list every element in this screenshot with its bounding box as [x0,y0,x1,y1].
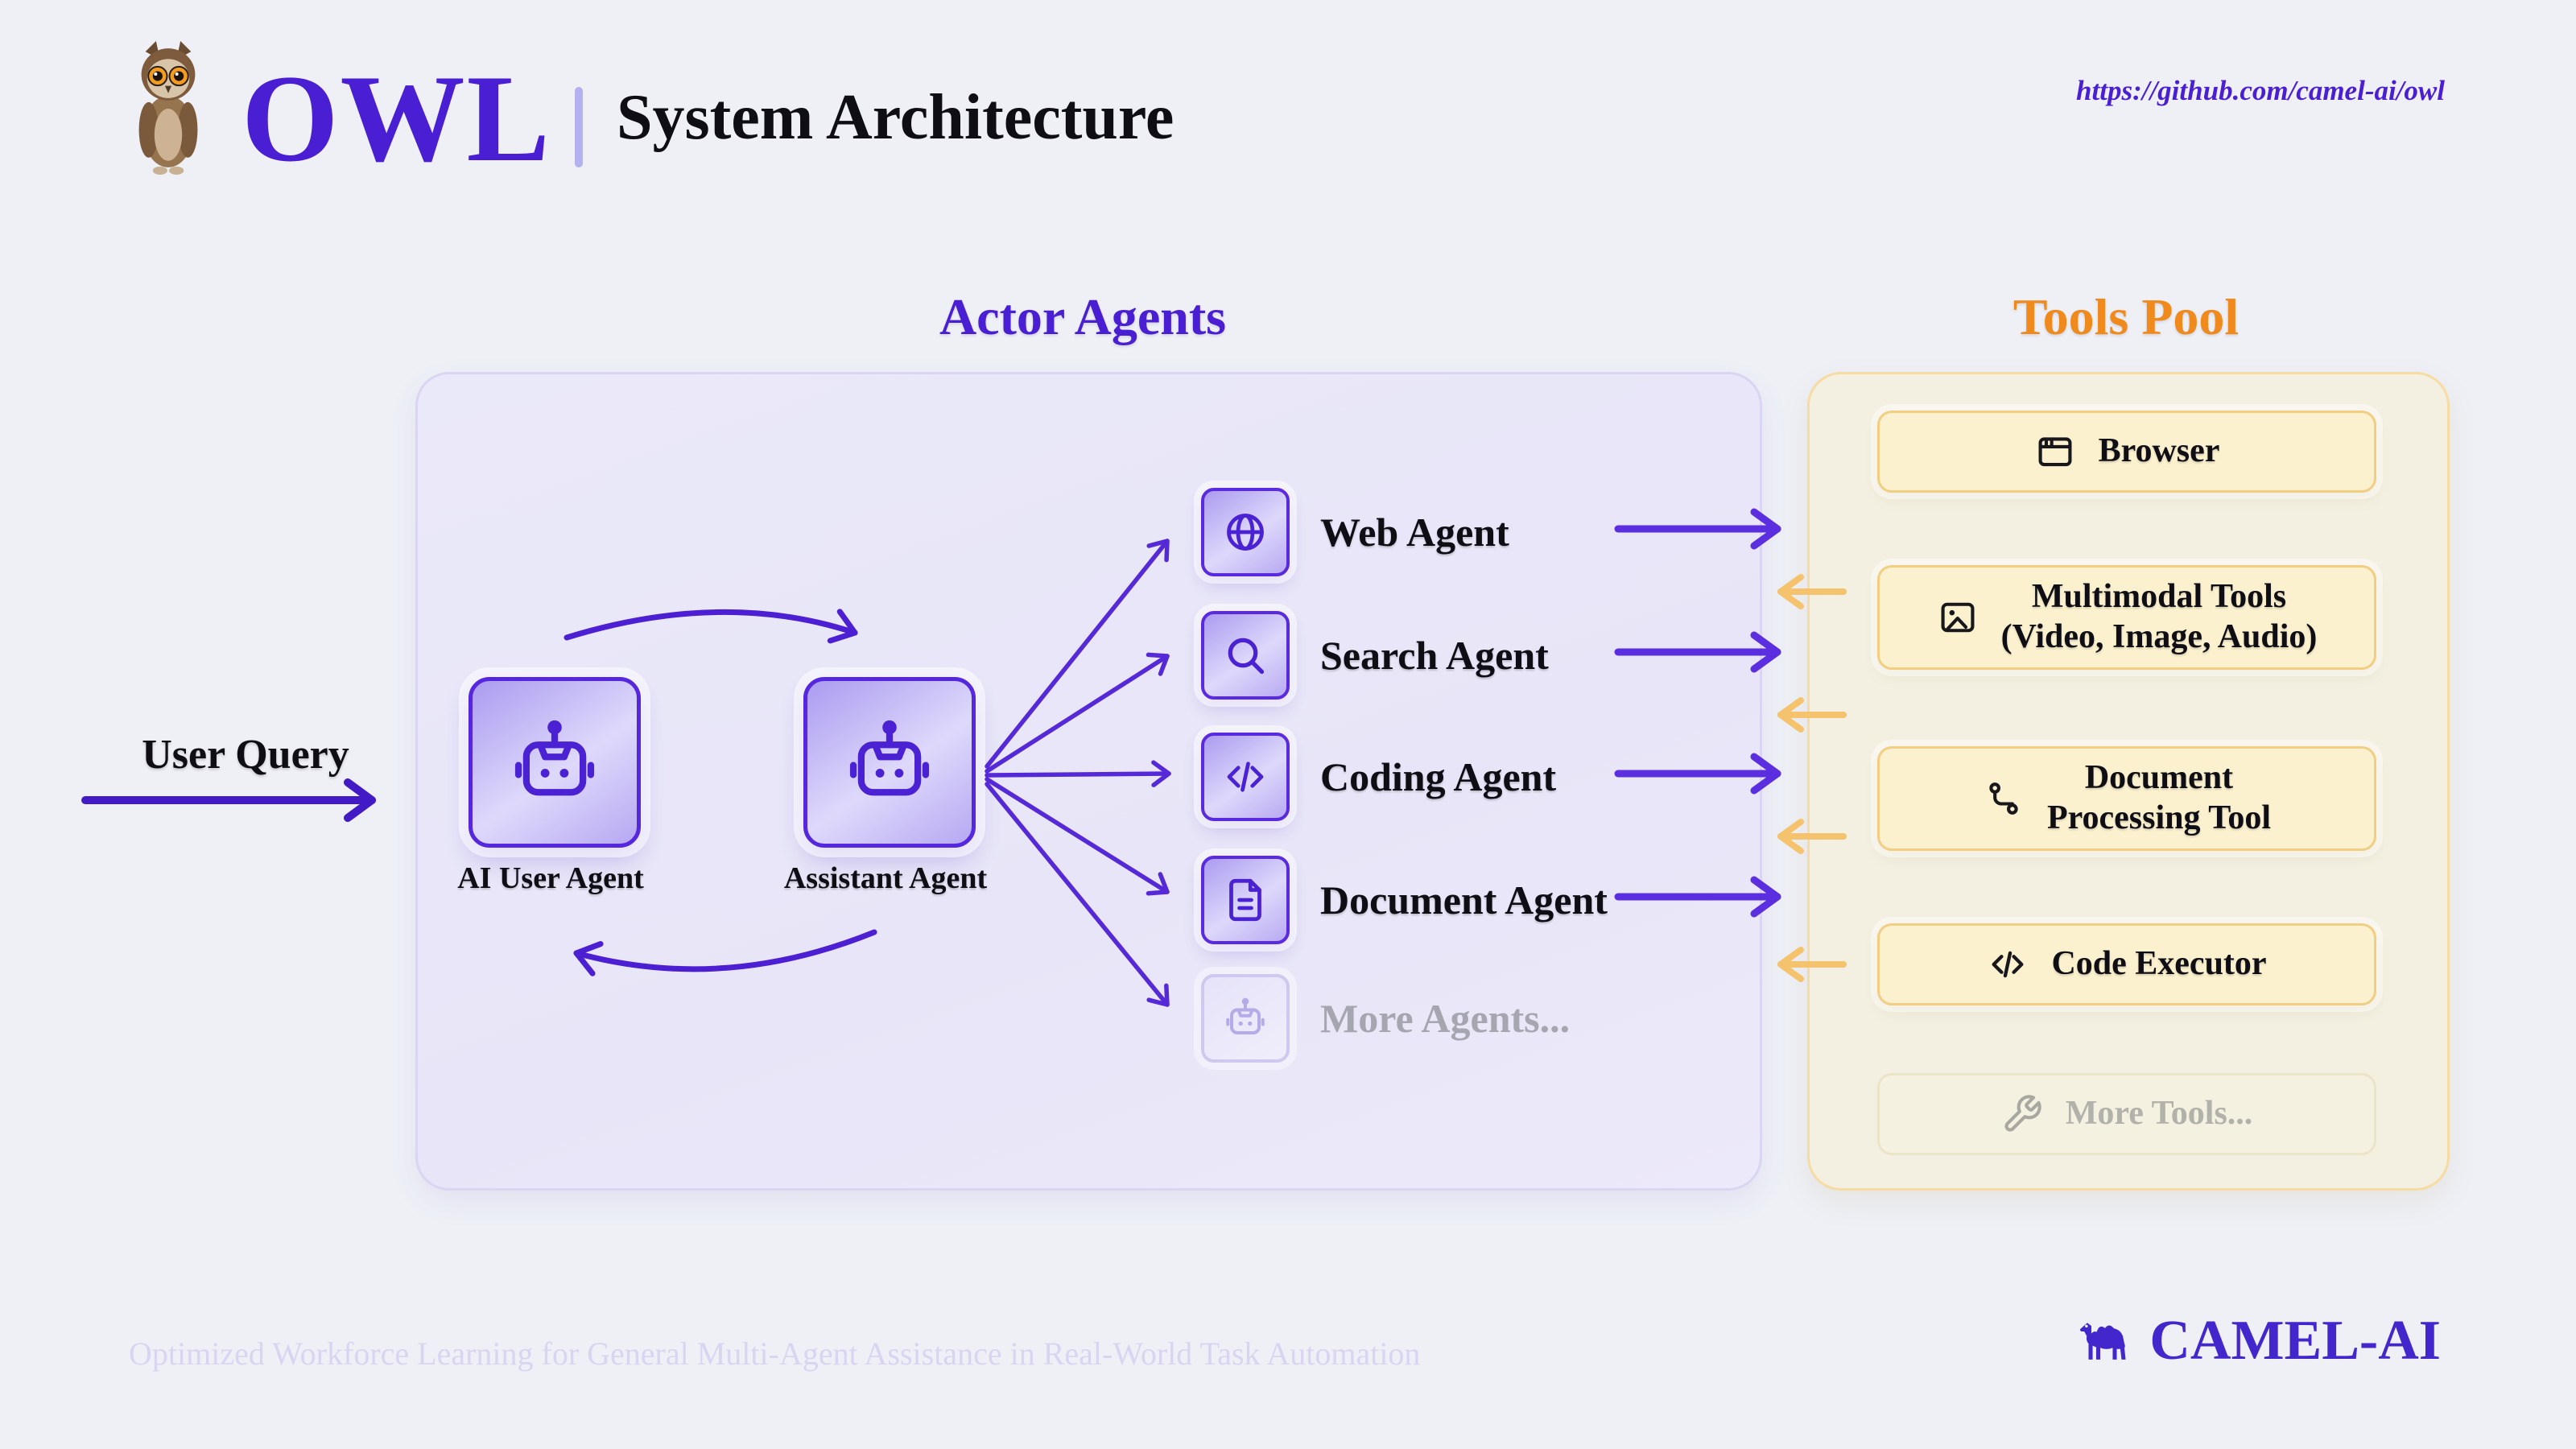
more-tools-label: More Tools... [2065,1095,2253,1133]
robot-icon [514,720,595,796]
owl-mascot-image [138,41,198,175]
header-divider [575,87,583,167]
user-query-label: User Query [142,732,349,778]
image-icon [1941,602,1975,633]
document-agent-label: Document Agent [1320,877,1608,923]
more-agents-node: More Agents... [1201,974,1570,1063]
web-agent-tile [1201,488,1290,576]
wrench-icon [2004,1095,2041,1132]
coding-agent-node: Coding Agent [1201,733,1556,821]
web-agent-node: Web Agent [1201,488,1509,576]
camel-ai-brand: CAMEL-AI [2072,1311,2441,1372]
robot-icon [849,720,930,796]
web-agent-label: Web Agent [1320,510,1509,555]
multimodal-tools-card: Multimodal Tools (Video, Image, Audio) [1877,565,2376,670]
search-icon [1228,638,1265,675]
search-agent-tile [1201,611,1290,700]
document-processing-label-line2: Processing Tool [2046,799,2272,836]
logo-text: OWL [242,49,551,188]
document-processing-tool-card: Document Processing Tool [1877,746,2376,851]
github-url-link[interactable]: https://github.com/camel-ai/owl [2076,75,2445,106]
multimodal-tools-label-line2: (Video, Image, Audio) [2000,618,2318,655]
browser-tool-label: Browser [2098,432,2220,470]
ai-user-agent-label: AI User Agent [457,861,644,895]
more-tools-card: More Tools... [1877,1073,2376,1155]
actor-agents-section-title: Actor Agents [939,288,1227,345]
assistant-agent-node [803,677,976,848]
tools-pool-section-title: Tools Pool [2013,288,2240,345]
assistant-agent-label: Assistant Agent [783,861,988,895]
coding-agent-label: Coding Agent [1320,754,1557,799]
code-icon [1992,951,2024,978]
camel-icon [2080,1323,2126,1360]
browser-window-icon [2038,437,2072,467]
globe-icon [1227,514,1264,551]
search-agent-node: Search Agent [1201,611,1549,700]
more-agents-label: More Agents... [1320,996,1571,1041]
footer-tagline: Optimized Workforce Learning for General… [129,1335,1421,1372]
coding-agent-tile [1201,733,1290,821]
robot-icon [1226,997,1265,1034]
page-title: System Architecture [617,82,1174,153]
document-agent-tile [1201,856,1290,944]
code-icon [1227,762,1264,792]
camel-ai-brand-text: CAMEL-AI [2149,1310,2441,1372]
multimodal-tools-label-line1: Multimodal Tools [2031,578,2287,616]
code-executor-label: Code Executor [2051,945,2267,983]
document-processing-label-line1: Document [2084,759,2234,797]
more-agents-tile [1201,974,1290,1063]
code-executor-tool-card: Code Executor [1877,923,2376,1005]
search-agent-label: Search Agent [1320,633,1549,678]
file-text-icon [1229,878,1261,922]
route-icon [1989,782,2018,815]
browser-tool-card: Browser [1877,411,2376,493]
ai-user-agent-node [469,677,641,848]
document-agent-node: Document Agent [1201,856,1608,944]
